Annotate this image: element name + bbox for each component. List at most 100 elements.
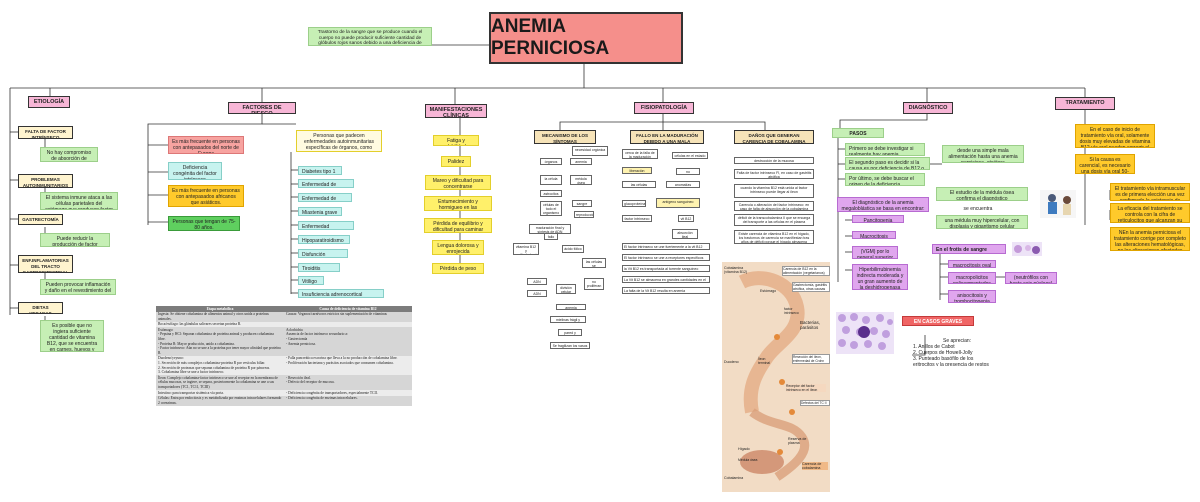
fisio-node: células en el estado sanguíneo <box>672 152 708 159</box>
fisio-damage-1: destrucción de la mucosa <box>734 157 814 164</box>
header-fisiopatologia: FISIOPATOLOGÍA <box>634 102 694 114</box>
diagnostico-finding-3: (VGM) por lo general superior a 115 fl <box>852 246 898 259</box>
fisio-node: ADN metilado <box>527 290 547 297</box>
fisio-node: división celular <box>556 284 576 294</box>
table-cell: - Falla pancreática exocrina que lleva a… <box>284 356 412 375</box>
fisio-node: La Vit B12 se almacena en grandes cantid… <box>622 276 710 283</box>
img-label: Bacterias, parásitos <box>800 320 828 330</box>
table-row: Íleon: Complejo cobalamina-factor intrín… <box>156 375 412 390</box>
factor-right-8: Tiroiditis crónica <box>298 263 340 272</box>
factor-right-2: Enfermedad de Addison <box>298 179 354 188</box>
factor-autoimmune-header: Personas que padecen enfermedades autoin… <box>296 130 382 152</box>
header-etiologia: ETIOLOGÍA <box>28 96 70 108</box>
diagnostico-marrow-result: una médula muy hipercelular, con displas… <box>936 215 1028 229</box>
diagnostico-megaloblastic: El diagnóstico de la anemia megaloblásti… <box>837 197 929 212</box>
table-cell: Ingesta: Se obtiene cobalamina de alimen… <box>156 312 284 322</box>
diagnostico-severe-header: EN CASOS GRAVES <box>902 316 974 326</box>
manifestacion-6: Lengua dolorosa y enrojecida <box>432 240 484 255</box>
fisio-node: no proliferan <box>584 278 604 290</box>
fisio-node: la Vit B12 es transportada al torrente s… <box>622 265 710 272</box>
fisio-node: cerca de la falla de la maduración <box>622 149 658 159</box>
fisio-node: vitamina B12 y metilcobalamina <box>513 243 539 255</box>
img-label: Gastrectomía, gastritis atrófica, otras … <box>792 282 830 292</box>
header-factores-riesgo: FACTORES DE RIESGO <box>228 102 296 114</box>
factor-right-1: Diabetes tipo 1 <box>298 166 342 175</box>
etiologia-detail-3: Puede reducir la producción de factor in… <box>40 233 110 247</box>
factor-left-2: Deficiencia congénita del factor intríns… <box>168 162 222 180</box>
diagnostico-step-3: Por último, se debe buscar el origen de … <box>845 173 925 186</box>
factor-right-9: Vitíligo <box>298 276 324 285</box>
blood-smear-image-svg <box>836 312 894 354</box>
fisio-damage-5: déficit de la transcobalamina II que se … <box>734 214 814 226</box>
factor-right-3: Enfermedad de Graves <box>298 193 352 202</box>
diagnostico-step-2: El segundo paso es decidir si la causa e… <box>845 157 930 170</box>
factor-right-6: Hipoparatiroidismo <box>298 235 350 244</box>
img-label: Reserva de plasma <box>788 437 812 445</box>
etiologia-cause-4: ENF.INFLAMATORIAS DEL TRACTO GASTROINTES… <box>18 255 73 273</box>
img-label: Duodeno <box>724 360 739 364</box>
fisio-node: absorción ileal <box>672 229 698 239</box>
etiologia-cause-2: PROBLEMAS AUTOINMUNITARIOS <box>18 174 73 188</box>
fisio-node: ácido fólico <box>562 245 584 253</box>
fisio-node: antígeno sanguíneo <box>656 198 700 208</box>
fisio-col2-header: FALLO EN LA MADURACIÓN DEBIDO A UNA MALA… <box>630 130 704 144</box>
fisio-damage-3: cuando la vitamina B12 está unida al fac… <box>734 184 814 198</box>
metabolic-table: Etapa metabólica Causa de deficiencia de… <box>156 306 412 406</box>
factor-right-4: Miastenia grave <box>298 207 342 216</box>
fisio-damage-4: Carencia o alteración del factor intríns… <box>734 201 814 211</box>
header-manifestaciones: MANIFESTACIONES CLÍNICAS <box>425 104 487 118</box>
table-cell: Aclorhidria Ausencia de factor intrínsec… <box>284 327 412 356</box>
diagnostico-marrow-study: El estudio de la médula ósea confirma el… <box>936 187 1028 201</box>
img-label: Íleon terminal <box>758 357 778 365</box>
diagnostico-frotis-3: anisocitosis y trombocitopenia moderadas <box>948 290 996 303</box>
table-cell: Células: Entra por endocitosis y es meta… <box>156 396 284 406</box>
img-label: Cobalamina <box>724 476 743 480</box>
etiologia-detail-2: El sistema inmune ataca a las células pa… <box>40 192 118 210</box>
etiologia-detail-5: Es posible que no ingiera suficiente can… <box>40 320 104 352</box>
fisio-node: pared y color <box>558 329 582 336</box>
table-cell: Causas: Veganos/carnívoros estrictos sin… <box>284 312 412 322</box>
etiologia-cause-3: GASTRECTOMÍA <box>18 214 63 225</box>
blood-smear-thumb-svg <box>1012 242 1042 256</box>
diagnostico-finding-4: Hiperbilirrubinemia indirecta moderada y… <box>852 264 908 290</box>
fisio-col1-header: MECANISMO DE LOS SÍNTOMAS <box>534 130 596 144</box>
tratamiento-4: La eficacia del tratamiento se controla … <box>1110 203 1190 223</box>
fisio-node: El factor intrínseco se une fuertemente … <box>622 243 710 250</box>
manifestacion-4: Entumecimiento y hormigueo en las extrem… <box>424 196 492 211</box>
table-cell: Duodeno/yeyuno: 1. Secreción de más comp… <box>156 356 284 375</box>
manifestacion-3: Mareo y dificultad para concentrarse <box>425 175 491 190</box>
img-label: Estómago <box>760 289 776 293</box>
img-label: Defectos del TC II <box>800 400 830 406</box>
fisio-node: mielinas frágil y irregular <box>550 316 586 323</box>
img-label: Hígado <box>738 447 750 451</box>
blood-smear-image <box>836 312 894 354</box>
fisio-node: células de todo el organismo <box>540 201 562 216</box>
table-cell: - Deficiencia congénita de enzimas intra… <box>284 396 412 406</box>
manifestacion-2: Palidez <box>441 156 471 167</box>
fisio-node: órganos <box>540 158 562 165</box>
digestive-illustration: Cobalamina (vitamina B12) Carencia de B1… <box>722 262 830 492</box>
fisio-node: Se fragilizan los vasos del vaso <box>550 342 590 349</box>
fisio-node: las células parietales <box>622 181 656 188</box>
fisio-node: médula ósea <box>570 175 592 185</box>
diagnostico-frotis-2: macropolicitos polisegmentados <box>948 272 996 284</box>
manifestacion-7: Pérdida de peso <box>432 263 484 274</box>
blood-smear-thumb <box>1012 242 1042 256</box>
img-label: Cobalamina (vitamina B12) <box>724 266 754 274</box>
fisio-node: El factor intrínseco se une a receptores… <box>622 254 710 261</box>
fisio-node: necesidad orgánica <box>572 146 608 156</box>
fisio-col3-header: DAÑOS QUE GENERAN CARENCIA DE COBALAMINA… <box>734 130 814 144</box>
fisio-node: La falta de la Vit B12 resulta en anemia <box>622 287 710 294</box>
etiologia-cause-5: DIETAS VEGANAS <box>18 302 63 314</box>
fisio-node: anomalías <box>666 181 700 188</box>
fisio-node: glucoproteína <box>622 200 646 207</box>
fisio-node: vit B12 <box>678 215 694 222</box>
diagnostico-finding-1: Pancitopenia moderada <box>852 215 904 223</box>
fisio-node: astrocitos <box>540 190 562 197</box>
tratamiento-3: El tratamiento vía intramuscular es de p… <box>1110 183 1190 201</box>
header-tratamiento: TRATAMIENTO <box>1055 97 1115 110</box>
factor-left-1: Es más frecuente en personas con antepas… <box>168 136 244 154</box>
img-label: Médula ósea <box>738 458 757 462</box>
header-diagnostico: DIAGNÓSTICO <box>903 102 953 114</box>
severe-item: 3. Punteado basófilo de los eritrocitos … <box>913 356 991 366</box>
